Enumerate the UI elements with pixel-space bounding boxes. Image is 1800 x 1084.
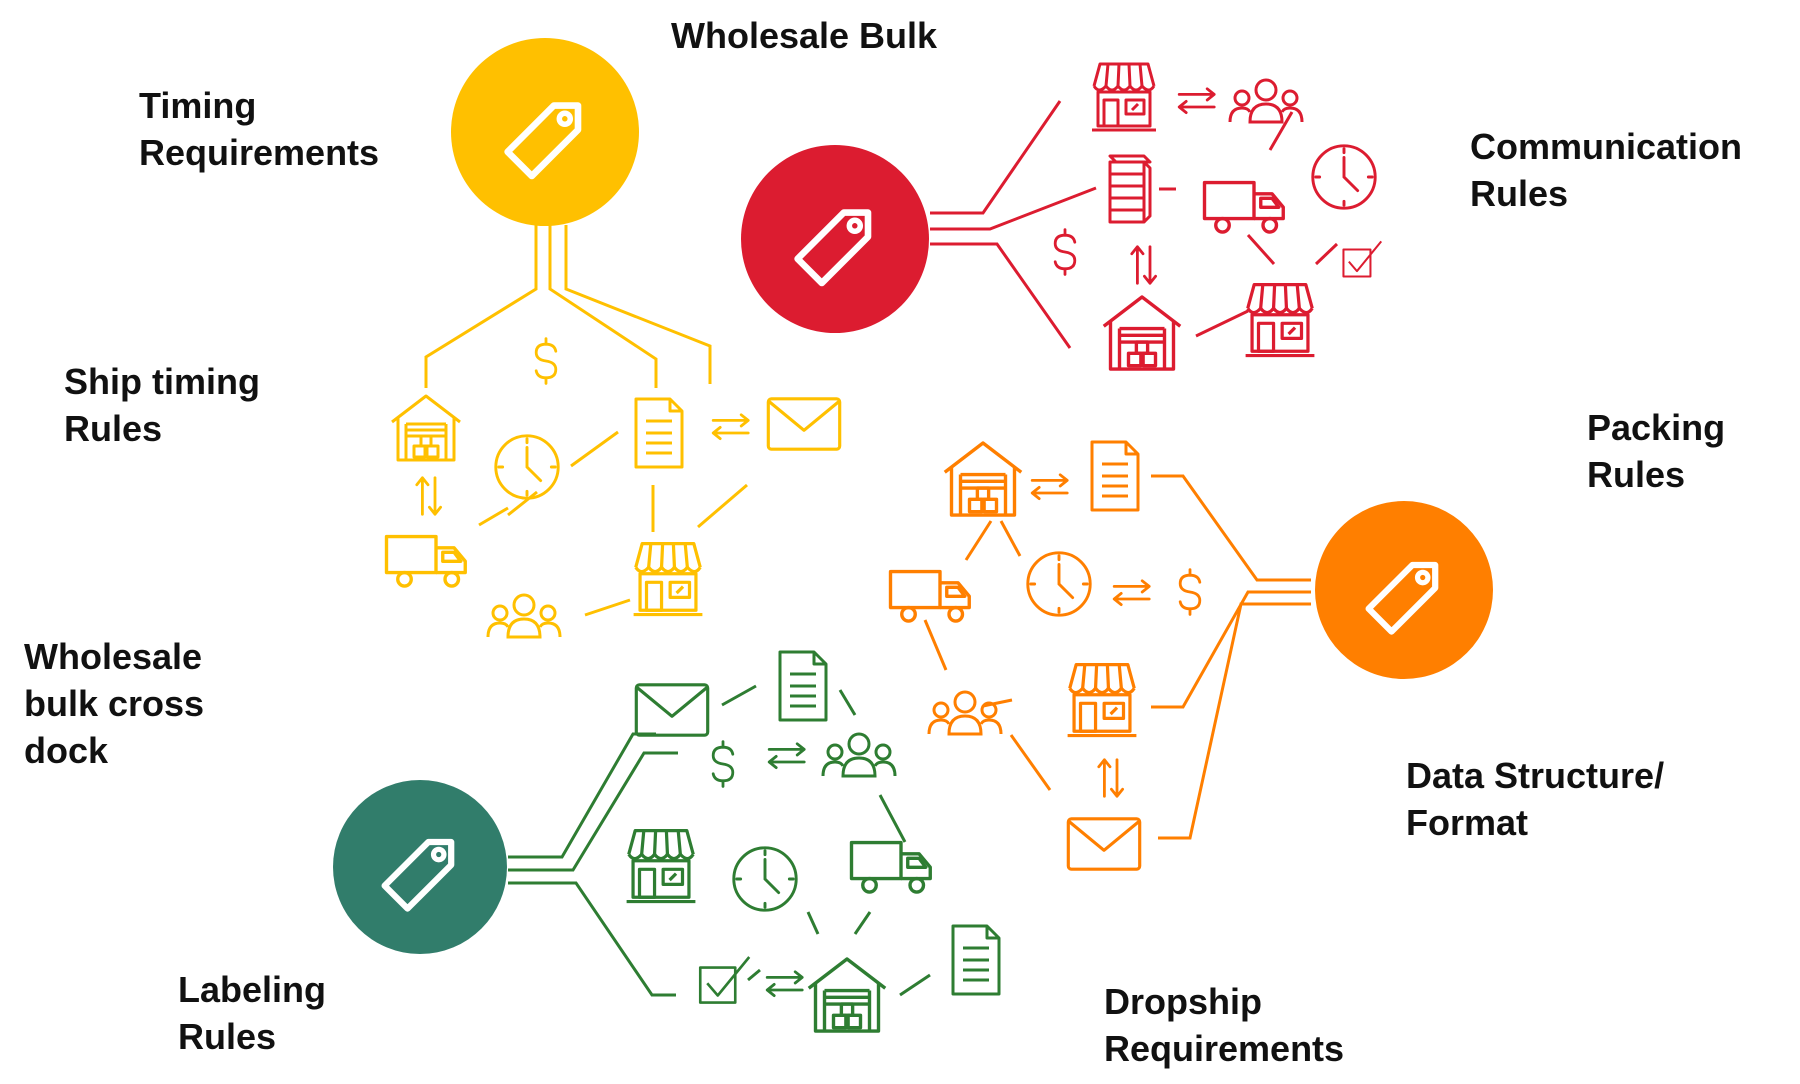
- swap-arrows-icon: [711, 413, 750, 441]
- dollar-icon: [1053, 228, 1077, 276]
- store-icon: [631, 541, 705, 617]
- dropship-labeling-cluster: [508, 684, 931, 997]
- timing-requirements-cluster: [424, 225, 748, 617]
- swap-arrows-icon: [765, 970, 804, 997]
- warehouse-icon: [390, 394, 462, 462]
- clock-icon: [494, 434, 560, 500]
- packing-data-hub: [1315, 501, 1493, 679]
- document-icon: [951, 924, 1001, 996]
- warehouse-icon: [1102, 295, 1182, 371]
- people-icon: [821, 732, 897, 778]
- swap-arrows-icon: [1112, 579, 1151, 606]
- store-icon: [1243, 282, 1317, 358]
- label-packing-rules: Packing Rules: [1587, 407, 1726, 495]
- document-icon: [1090, 440, 1140, 512]
- checkbox-icon: [698, 955, 751, 1004]
- document-icon: [778, 650, 828, 722]
- label-wholesale-bulk: Wholesale Bulk: [671, 15, 938, 56]
- label-communication-rules: Communication Rules: [1470, 126, 1743, 214]
- envelope-icon: [766, 397, 842, 451]
- clock-icon: [1311, 144, 1377, 210]
- dollar-icon: [534, 337, 558, 385]
- label-ship-timing-rules: Ship timing Rules: [64, 361, 260, 449]
- up-down-arrows-icon: [415, 476, 443, 516]
- store-icon: [1090, 62, 1158, 132]
- label-labeling-rules: Labeling Rules: [178, 969, 327, 1057]
- checkbox-icon: [1342, 240, 1383, 278]
- wholesale-bulk-hub: [741, 145, 929, 333]
- delivery-truck-icon: [888, 569, 971, 623]
- up-down-arrows-icon: [1097, 758, 1124, 798]
- document-icon: [634, 397, 684, 469]
- envelope-icon: [1066, 817, 1142, 871]
- delivery-truck-icon: [849, 840, 932, 894]
- packing-data-cluster: [923, 474, 1311, 840]
- store-icon: [1065, 662, 1139, 738]
- envelope-icon: [634, 683, 710, 737]
- label-dropship-requirements: Dropship Requirements: [1104, 981, 1345, 1069]
- inventory-stack-icon: [1108, 154, 1152, 224]
- warehouse-icon: [807, 957, 887, 1033]
- wholesale-bulk-cluster: [930, 100, 1339, 349]
- dollar-icon: [1178, 568, 1202, 616]
- people-icon: [927, 690, 1003, 736]
- label-data-structure-format: Data Structure/ Format: [1406, 755, 1665, 843]
- dropship-labeling-hub: [333, 780, 507, 954]
- clock-icon: [732, 846, 798, 912]
- up-down-arrows-icon: [1130, 245, 1157, 285]
- delivery-truck-icon: [384, 534, 467, 588]
- swap-arrows-icon: [767, 742, 806, 769]
- swap-arrows-icon: [1177, 87, 1216, 114]
- store-icon: [624, 828, 698, 904]
- clock-icon: [1026, 551, 1092, 617]
- label-wholesale-bulk-cross-dock: Wholesale bulk cross dock: [24, 636, 205, 771]
- dollar-icon: [711, 740, 735, 788]
- swap-arrows-icon: [1030, 473, 1069, 501]
- warehouse-icon: [943, 441, 1023, 517]
- people-icon: [486, 593, 562, 639]
- delivery-truck-icon: [1202, 180, 1285, 234]
- timing-requirements-hub: [451, 38, 639, 226]
- label-timing-requirements: Timing Requirements: [139, 85, 380, 173]
